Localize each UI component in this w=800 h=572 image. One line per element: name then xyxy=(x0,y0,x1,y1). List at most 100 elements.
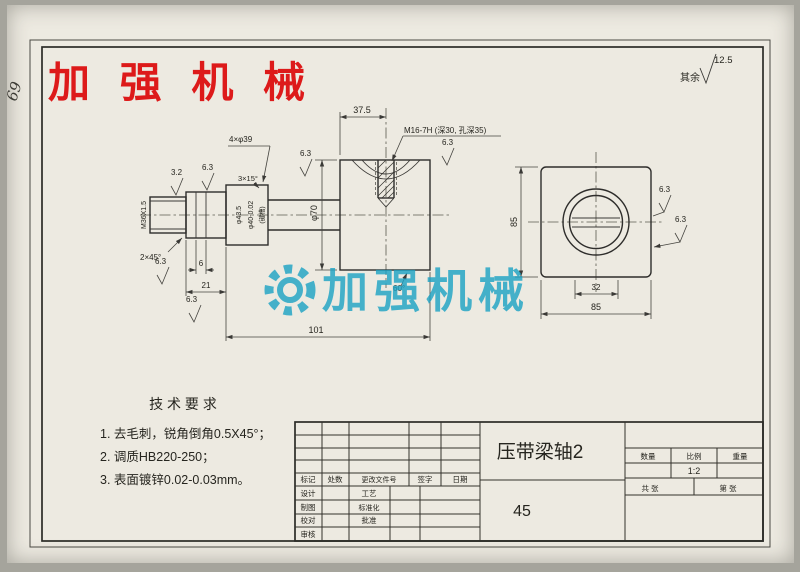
shaft-step-b xyxy=(225,184,269,246)
scale-label: 比例 xyxy=(687,451,702,461)
technical-requirements: 技 术 要 求 1. 去毛刺，锐角倒角0.5X45°； 2. 调质HB220-2… xyxy=(100,396,271,487)
dim-85-bottom: 85 xyxy=(540,280,652,319)
keyway-note-label: (键槽) xyxy=(257,206,266,223)
roughness-6-3-e: 6.3 xyxy=(186,295,202,323)
qty-label: 数量 xyxy=(641,451,656,461)
dim-6-text: 6 xyxy=(199,259,204,268)
hub-saddle-arc-outer xyxy=(351,159,421,180)
dim-60deg: 60° xyxy=(393,272,408,293)
hub-outline xyxy=(540,166,652,278)
roughness-text: 6.3 xyxy=(202,163,214,172)
note-3x15-text: 3×15° xyxy=(238,174,258,183)
roughness-3-2-text: 3.2 xyxy=(171,168,183,177)
note-3x15: 3×15° xyxy=(238,174,260,189)
sheet-no-label: 第 张 xyxy=(719,483,737,493)
roughness-6-3-f: 6.3 xyxy=(652,185,672,217)
dim-21: 21 xyxy=(185,240,227,341)
material-grade: 45 xyxy=(513,503,531,520)
tb-review-label: 审核 xyxy=(301,529,316,539)
dim-dia-70-text: φ70 xyxy=(309,205,319,221)
dim-60deg-text: 60° xyxy=(393,284,405,293)
roughness-icon xyxy=(674,224,688,243)
paper xyxy=(7,5,794,563)
center-watermark-text: 加强机械 xyxy=(322,265,530,317)
weight-label: 重量 xyxy=(733,452,748,461)
roughness-text: 6.3 xyxy=(186,295,198,304)
roughness-text: 6.3 xyxy=(300,149,312,158)
roughness-6-3-a: 6.3 xyxy=(201,163,215,191)
dim-37-5: 37.5 xyxy=(339,105,386,155)
tech-req-item-2: 2. 调质HB220-250； xyxy=(100,450,215,464)
hub-end-view: 85 32 85 6.3 6.3 xyxy=(509,152,688,319)
shaft-side-view: M36X1.5 φ43.5 φ40-0.02 (键槽) xyxy=(140,105,501,341)
gear-hub-icon xyxy=(277,277,303,303)
tb-mark-label: 标记 xyxy=(301,474,316,484)
scale-value: 1:2 xyxy=(688,466,701,476)
dim-101-text: 101 xyxy=(308,325,323,335)
roughness-icon xyxy=(699,53,717,85)
title-block: 标记 处数 更改文件号 签字 日期 设计 制图 校对 审核 工艺 标准化 批准 … xyxy=(294,421,764,542)
hub-body xyxy=(339,159,431,271)
dia-43-5-label: φ43.5 xyxy=(236,206,243,224)
roughness-icon xyxy=(156,266,170,285)
tech-req-item-3: 3. 表面镀锌0.02-0.03mm。 xyxy=(100,472,250,487)
tapped-hole xyxy=(375,159,397,208)
tb-check-label: 校对 xyxy=(301,515,316,525)
roughness-icon xyxy=(299,158,313,177)
tap-note: M16-7H (深30, 孔深35) xyxy=(391,126,501,162)
dim-85-left: 85 xyxy=(509,166,538,278)
tb-process-label: 工艺 xyxy=(362,489,377,498)
note-4x39-text: 4×φ39 xyxy=(229,135,253,144)
tech-req-title: 技 术 要 求 xyxy=(149,396,217,412)
roughness-icon xyxy=(658,194,672,213)
sheets-total-label: 共 张 xyxy=(641,484,659,493)
hub-saddle-arc-inner xyxy=(361,159,411,175)
center-watermark: 加强机械 xyxy=(264,264,530,317)
hub-outer-circle xyxy=(562,188,630,256)
roughness-icon xyxy=(441,147,455,166)
tb-draft-label: 制图 xyxy=(301,502,316,512)
dim-dia-70: φ70 xyxy=(309,159,337,271)
tb-sign-label: 签字 xyxy=(418,474,433,484)
roughness-text: 6.3 xyxy=(442,138,454,147)
red-brand-watermark: 加 强 机 械 xyxy=(48,59,314,106)
roughness-3-2: 3.2 xyxy=(170,168,184,196)
roughness-6-3-d: 6.3 xyxy=(155,257,170,285)
dim-32: 32 xyxy=(574,280,619,299)
dim-85-left-text: 85 xyxy=(509,217,519,227)
tech-req-item-1: 1. 去毛刺，锐角倒角0.5X45°； xyxy=(100,427,271,441)
dia-40-label: φ40-0.02 xyxy=(248,201,255,229)
margin-note: 69 xyxy=(3,79,26,103)
tb-docno-label: 更改文件号 xyxy=(362,475,397,484)
tb-date-label: 日期 xyxy=(453,475,468,484)
tb-approve-label: 批准 xyxy=(362,515,377,525)
tb-design-label: 设计 xyxy=(301,488,316,498)
general-roughness-value: 12.5 xyxy=(714,55,733,66)
roughness-icon xyxy=(170,177,184,196)
roughness-6-3-b: 6.3 xyxy=(299,149,313,177)
roughness-text: 6.3 xyxy=(155,257,167,266)
roughness-icon xyxy=(201,172,215,191)
dim-32-text: 32 xyxy=(592,283,601,292)
gear-icon xyxy=(264,264,316,316)
dim-21-text: 21 xyxy=(202,281,211,290)
dim-101: 101 xyxy=(226,272,431,341)
note-2x45-text: 2×45° xyxy=(140,253,161,262)
thread-size-label: M36X1.5 xyxy=(141,201,148,229)
dim-37-5-text: 37.5 xyxy=(353,105,371,115)
roughness-text: 6.3 xyxy=(675,215,687,224)
note-2x45: 2×45° xyxy=(140,237,183,262)
roughness-prefix-label: 其余 xyxy=(680,71,700,84)
roughness-icon xyxy=(188,304,202,323)
tb-standard-label: 标准化 xyxy=(359,503,380,512)
title-block-border xyxy=(294,421,764,542)
general-roughness-note: 其余 12.5 xyxy=(680,53,733,85)
hub-bore-circle xyxy=(568,194,624,250)
roughness-6-3-c: 6.3 xyxy=(441,138,455,166)
roughness-text: 6.3 xyxy=(659,185,671,194)
dim-85-bottom-text: 85 xyxy=(591,302,601,312)
part-name: 压带梁轴2 xyxy=(497,441,584,463)
roughness-6-3-g: 6.3 xyxy=(653,215,688,248)
